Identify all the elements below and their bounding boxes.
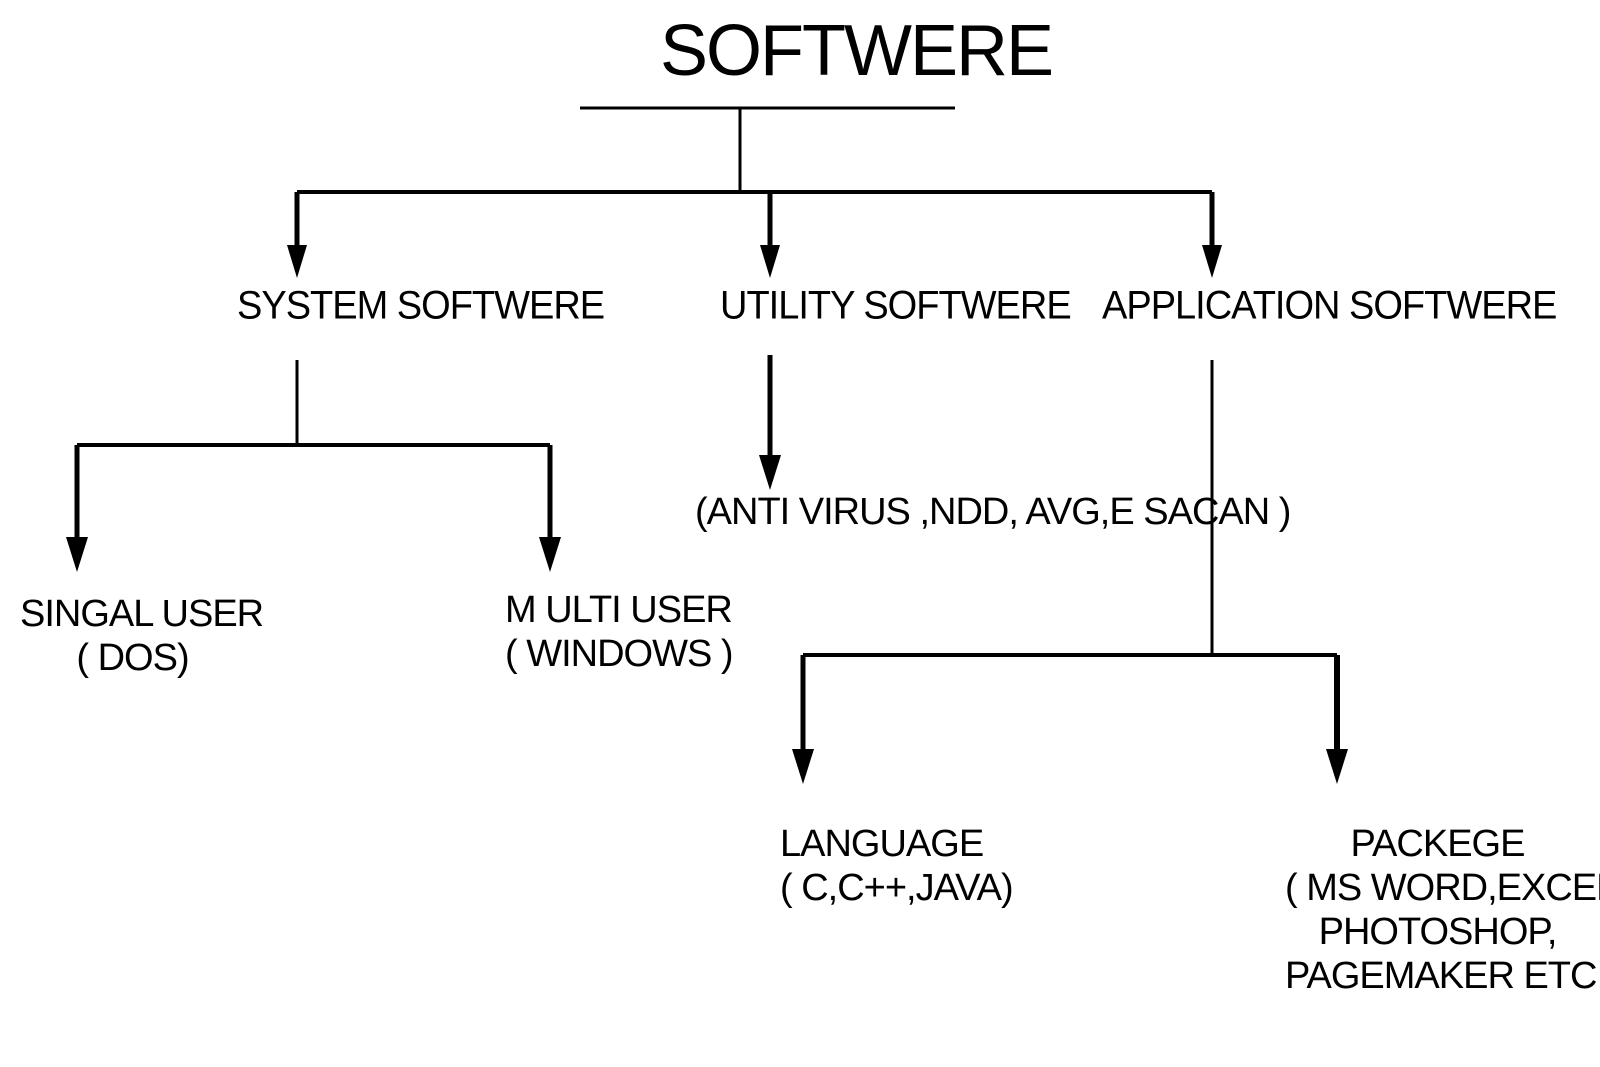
single-user-example: ( DOS) bbox=[76, 637, 189, 679]
language-example: ( C,C++,JAVA) bbox=[780, 867, 1014, 909]
node-single-user: SINGAL USER ( DOS) bbox=[20, 592, 264, 680]
node-application-software: APPLICATION SOFTWERE bbox=[1102, 283, 1557, 329]
arrowhead-multi-user bbox=[539, 537, 561, 572]
node-multi-user: M ULTI USER ( WINDOWS ) bbox=[505, 588, 734, 676]
arrowhead-language bbox=[792, 749, 814, 784]
diagram-title: SOFTWERE bbox=[660, 11, 1054, 91]
node-utility-software: UTILITY SOFTWERE bbox=[720, 283, 1072, 329]
arrowhead-utility-examples bbox=[759, 455, 781, 490]
node-language: LANGUAGE ( C,C++,JAVA) bbox=[780, 822, 1014, 910]
package-example-line2: PHOTOSHOP, bbox=[1318, 911, 1558, 953]
package-example-line1: ( MS WORD,EXCEL. bbox=[1285, 867, 1600, 909]
multi-user-label: M ULTI USER bbox=[505, 589, 733, 631]
multi-user-example: ( WINDOWS ) bbox=[505, 633, 734, 675]
package-label: PACKEGE bbox=[1350, 823, 1526, 865]
arrowhead-application bbox=[1202, 245, 1222, 278]
arrowhead-system bbox=[287, 245, 307, 278]
arrowhead-utility bbox=[760, 245, 780, 278]
single-user-label: SINGAL USER bbox=[20, 593, 264, 635]
utility-examples: (ANTI VIRUS ,NDD, AVG,E SACAN ) bbox=[695, 491, 1291, 533]
node-system-software: SYSTEM SOFTWERE bbox=[237, 283, 605, 329]
language-label: LANGUAGE bbox=[780, 823, 984, 865]
node-package: PACKEGE ( MS WORD,EXCEL. PHOTOSHOP, PAGE… bbox=[1285, 822, 1600, 998]
arrowhead-package bbox=[1326, 749, 1348, 784]
package-example-line3: PAGEMAKER ETC.) bbox=[1285, 955, 1600, 997]
arrowhead-single-user bbox=[66, 537, 88, 572]
